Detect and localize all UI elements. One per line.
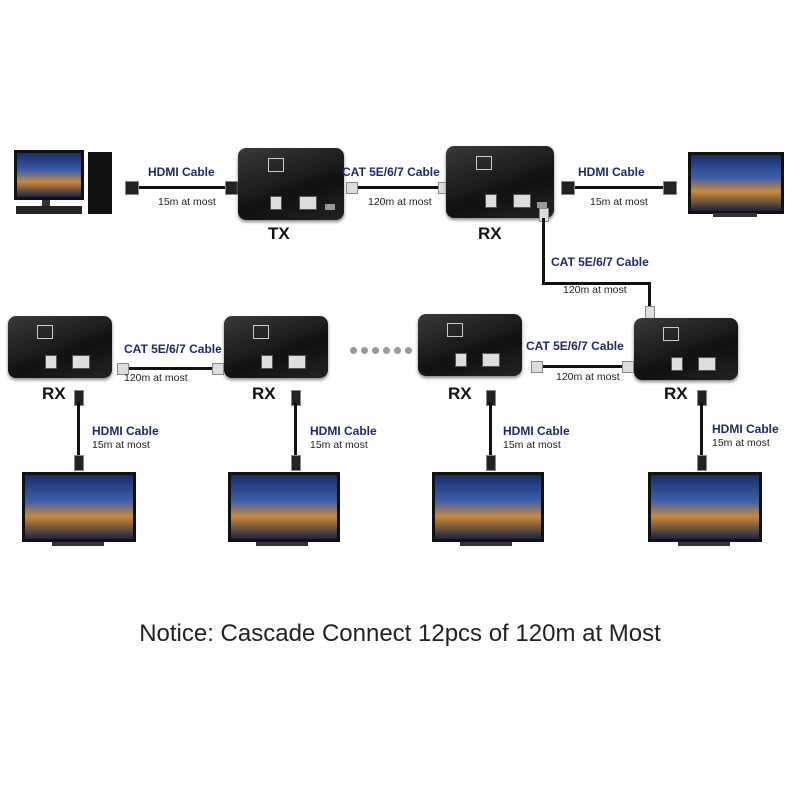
notice-text: Notice: Cascade Connect 12pcs of 120m at… — [139, 620, 661, 647]
hdmi-length: 15m at most — [310, 439, 368, 451]
tx-extender — [238, 148, 344, 220]
rx-label: RX — [252, 384, 276, 403]
keyboard — [16, 206, 82, 214]
hdmi-length: 15m at most — [92, 439, 150, 451]
rx-label: RX — [448, 384, 472, 403]
hdmi-cable — [132, 186, 232, 189]
rx-label: RX — [42, 384, 66, 403]
tx-label: TX — [268, 224, 290, 243]
rx-extender — [446, 146, 554, 218]
cat-cable-label: CAT 5E/6/7 Cable — [342, 165, 440, 179]
hdmi-cable-label: HDMI Cable — [503, 424, 570, 438]
hdmi-cable-label: HDMI Cable — [578, 165, 645, 179]
hdmi-length: 15m at most — [158, 196, 216, 208]
pc-monitor — [14, 150, 84, 200]
cat-cable — [352, 186, 442, 189]
tv — [688, 152, 784, 214]
hdmi-cable-label: HDMI Cable — [92, 424, 159, 438]
cat-cable — [124, 367, 216, 370]
rx-extender — [224, 316, 328, 378]
hdmi-length: 15m at most — [590, 196, 648, 208]
hdmi-length: 15m at most — [503, 439, 561, 451]
tv — [22, 472, 136, 542]
tv — [648, 472, 762, 542]
cat-cable-label: CAT 5E/6/7 Cable — [526, 339, 624, 353]
cat-cable — [542, 218, 545, 284]
cat-length: 120m at most — [563, 284, 627, 296]
cat-cable-label: CAT 5E/6/7 Cable — [551, 255, 649, 269]
hdmi-cable — [568, 186, 668, 189]
rx-extender — [634, 318, 738, 380]
rx-label: RX — [664, 384, 688, 403]
hdmi-cable-label: HDMI Cable — [712, 422, 779, 436]
hdmi-cable-label: HDMI Cable — [148, 165, 215, 179]
pc-tower — [88, 152, 112, 214]
computer — [12, 148, 122, 220]
rx-extender — [418, 314, 522, 376]
cat-cable-label: CAT 5E/6/7 Cable — [124, 342, 222, 356]
cat-length: 120m at most — [124, 372, 188, 384]
rx-extender — [8, 316, 112, 378]
cat-length: 120m at most — [368, 196, 432, 208]
rx-label: RX — [478, 224, 502, 243]
tv — [228, 472, 340, 542]
cat-cable — [538, 365, 626, 368]
cat-length: 120m at most — [556, 371, 620, 383]
tv — [432, 472, 544, 542]
hdmi-length: 15m at most — [712, 437, 770, 449]
hdmi-cable-label: HDMI Cable — [310, 424, 377, 438]
